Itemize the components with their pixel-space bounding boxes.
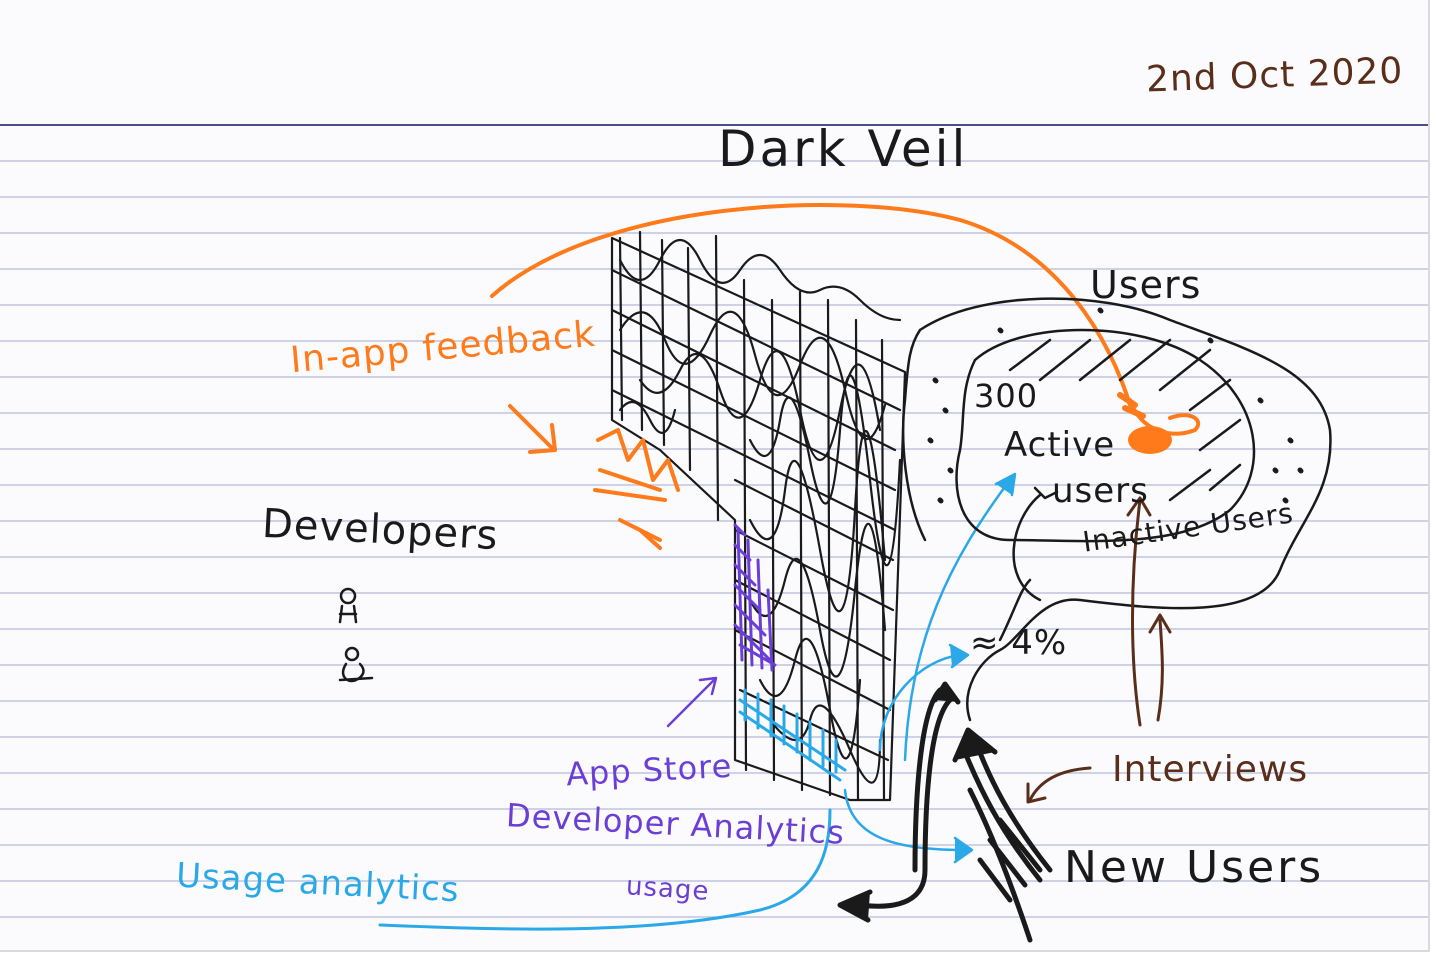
- active-users-count: 300: [974, 377, 1039, 415]
- new-users-label: New Users: [1064, 842, 1325, 893]
- active-users-label: Active: [1004, 425, 1116, 465]
- in-app-feedback-drawing: [490, 203, 1201, 550]
- new-users-arrows: [837, 681, 1053, 943]
- usage-analytics-hatch: [378, 472, 1017, 931]
- date-label: 2nd Oct 2020: [1145, 50, 1404, 101]
- app-store-label: App Store: [565, 746, 734, 794]
- developers-label: Developers: [260, 500, 500, 560]
- interviews-arrows: [1026, 496, 1172, 804]
- dark-veil-wall: [610, 230, 907, 802]
- usage-label: usage: [625, 871, 711, 907]
- users-blob: [901, 297, 1332, 722]
- developers-icon: [338, 587, 374, 683]
- app-store-hatch: [666, 523, 777, 728]
- active-users-label-2: users: [1052, 471, 1149, 511]
- users-label: Users: [1090, 263, 1202, 307]
- conversion-label: ≈ 4%: [970, 623, 1068, 663]
- interviews-label: Interviews: [1112, 749, 1309, 790]
- page-title: Dark Veil: [718, 120, 969, 178]
